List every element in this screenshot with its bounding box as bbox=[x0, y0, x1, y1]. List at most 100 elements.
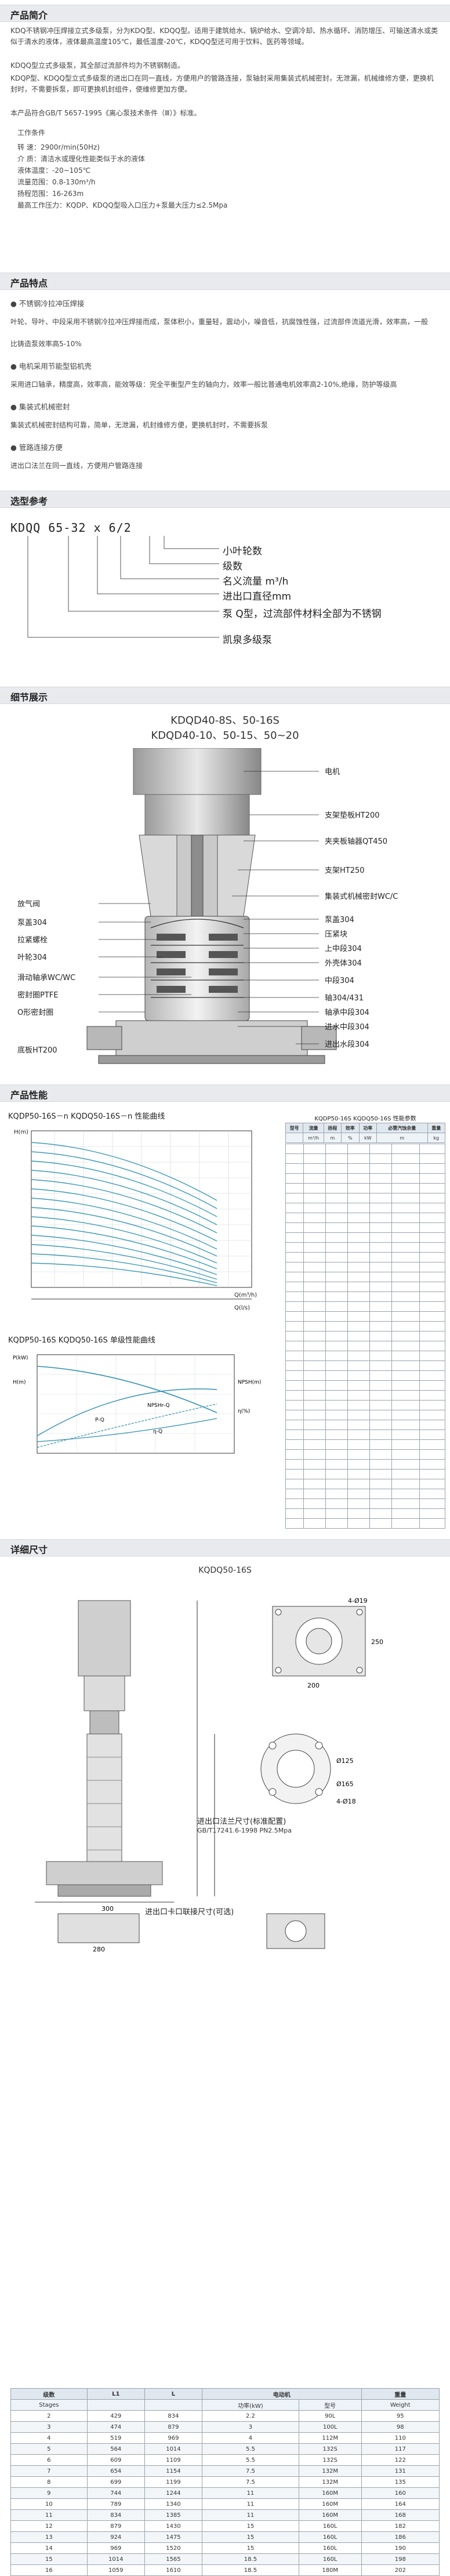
model-bracket-lines bbox=[27, 536, 219, 638]
section-title: 产品简介 bbox=[10, 10, 48, 21]
condition-row: 介 质：清洁水或理化性能类似于水的液体 bbox=[17, 155, 145, 163]
section-title: 详细尺寸 bbox=[10, 1544, 48, 1555]
part-label: 放气阀 bbox=[17, 900, 41, 909]
section-header-dimension: 详细尺寸 bbox=[0, 1539, 450, 1557]
svg-text:250: 250 bbox=[371, 1638, 383, 1646]
section-header-model: 选型参考 bbox=[0, 491, 450, 508]
svg-text:200: 200 bbox=[307, 1682, 320, 1689]
detail-title-1: KDQD40-8S、50-16S bbox=[170, 714, 280, 727]
x-axis-label: Q(m³/h) bbox=[234, 1292, 257, 1298]
performance-curve-family: H(m) Q(m³/h) Q(l/s) bbox=[14, 1129, 257, 1311]
svg-text:Ø165: Ø165 bbox=[336, 1780, 354, 1788]
flange-standard-title: 进出口法兰尺寸(标准配置) bbox=[197, 1817, 286, 1826]
svg-text:Ø125: Ø125 bbox=[336, 1757, 354, 1765]
part-label: 底板HT200 bbox=[17, 1046, 57, 1055]
pump-cross-section-diagram bbox=[86, 748, 337, 1064]
part-label: 拉紧螺栓 bbox=[17, 936, 48, 945]
part-label: 上中段304 bbox=[325, 945, 362, 953]
part-label: 叶轮304 bbox=[17, 953, 47, 962]
intro-paragraph-1: KDQ不锈钢冲压焊接立式多级泵，分为KDQ型、KDQQ型。适用于建筑给水、锅炉给… bbox=[10, 27, 438, 46]
model-item: 进出口直径mm bbox=[223, 591, 292, 603]
svg-text:H(m): H(m) bbox=[13, 1380, 26, 1385]
flange-standard-spec: GB/T17241.6-1998 PN2.5Mpa bbox=[197, 1827, 292, 1834]
svg-text:4-Ø18: 4-Ø18 bbox=[336, 1798, 356, 1805]
svg-text:η(%): η(%) bbox=[238, 1409, 250, 1414]
intro-paragraph-3: KDQP型、KDQQ型立式多级泵的进出口在同一直线，方便用户的管路连接，泵轴封采… bbox=[10, 74, 434, 93]
feature-text: 叶轮、导叶、中段采用不锈钢冷拉冲压焊接而成，泵体积小，重量轻，震动小，噪音低，抗… bbox=[10, 318, 429, 326]
condition-row: 转 速：2900r/min(50Hz) bbox=[17, 143, 100, 151]
part-label: 外壳体304 bbox=[325, 959, 362, 968]
svg-text:NPSHr-Q: NPSHr-Q bbox=[147, 1403, 169, 1409]
part-label: 进水中段304 bbox=[325, 1023, 369, 1032]
intro-paragraph-2: KDQQ型立式多级泵，其全部过流部件均为不锈钢制造。 bbox=[10, 61, 185, 70]
feature-bullet: ● 集装式机械密封 bbox=[10, 402, 70, 411]
section-title: 产品特点 bbox=[10, 278, 48, 289]
conditions-list: 转 速：2900r/min(50Hz) 介 质：清洁水或理化性能类似于水的液体 … bbox=[17, 142, 227, 211]
part-label: 夹夹板轴器QT450 bbox=[325, 837, 387, 846]
part-label: 轴304/431 bbox=[325, 994, 364, 1003]
feature-bullet: ● 不锈钢冷拉冲压焊接 bbox=[10, 299, 85, 308]
section-title: 产品性能 bbox=[10, 1090, 48, 1101]
section-header-intro: 产品简介 bbox=[0, 5, 450, 22]
flange-optional-title: 进出口卡口联接尺寸(可选) bbox=[145, 1908, 234, 1917]
part-label: 压紧块 bbox=[325, 930, 348, 939]
section-header-features: 产品特点 bbox=[0, 273, 450, 290]
part-label: 进出水段304 bbox=[325, 1040, 369, 1049]
condition-row: 液体温度：-20~105℃ bbox=[17, 166, 91, 175]
feature-bullet: ● 电机采用节能型铝机壳 bbox=[10, 362, 92, 371]
part-label: 密封圈PTFE bbox=[17, 991, 59, 1000]
part-label: 电机 bbox=[325, 768, 340, 777]
part-label: 集装式机械密封WC/C bbox=[325, 892, 398, 901]
condition-row: 流量范围：0.8-130m³/h bbox=[17, 178, 96, 186]
part-label: 泵盖304 bbox=[325, 916, 354, 924]
feature-text: 采用进口轴承，精度高，效率高，能效等级：完全平衡型产生的轴向力，效率一般比普通电… bbox=[10, 380, 397, 389]
conditions-title: 工作条件 bbox=[17, 129, 46, 137]
model-item: 小叶轮数 bbox=[223, 546, 262, 557]
feature-bullet: ● 管路连接方便 bbox=[10, 443, 63, 452]
svg-text:P-Q: P-Q bbox=[95, 1417, 104, 1423]
svg-text:4-Ø19: 4-Ø19 bbox=[348, 1597, 368, 1605]
dimension-drawing: 4-Ø19 Ø125 Ø165 4-Ø18 250 300 200 280 bbox=[35, 1597, 383, 1953]
svg-text:280: 280 bbox=[93, 1946, 105, 1953]
part-label: O形密封圈 bbox=[17, 1008, 54, 1017]
section-header-detail: 细节展示 bbox=[0, 687, 450, 704]
x-axis-label-secondary: Q(l/s) bbox=[234, 1305, 250, 1311]
part-label: 中段304 bbox=[325, 977, 354, 985]
svg-text:NPSH(m): NPSH(m) bbox=[238, 1380, 261, 1385]
section-title: 选型参考 bbox=[10, 496, 48, 507]
perf-table-rows bbox=[285, 1144, 445, 1529]
model-item: 级数 bbox=[223, 561, 242, 572]
model-item: 泵 Q型，过流部件材料全部为不锈钢 bbox=[223, 608, 382, 620]
part-label: 支架HT250 bbox=[325, 866, 365, 875]
perf-table-title: KQDP50-16S KQDQ50-16S 性能参数 bbox=[314, 1116, 416, 1122]
model-item: 凯泉多级泵 bbox=[223, 634, 272, 646]
svg-text:η-Q: η-Q bbox=[153, 1429, 162, 1435]
part-label: 滑动轴承WC/WC bbox=[17, 974, 76, 982]
part-label: 泵盖304 bbox=[17, 919, 47, 927]
feature-text: 集装式机械密封结构可靠，简单，无泄漏，机封维修方便，更换机封时，不需要拆泵 bbox=[10, 421, 268, 429]
condition-row: 扬程范围：16-263m bbox=[17, 190, 84, 198]
dimension-title: KQDQ50-16S bbox=[198, 1566, 252, 1575]
model-code: KDQQ 65-32 x 6/2 bbox=[10, 521, 132, 535]
svg-text:300: 300 bbox=[101, 1905, 114, 1913]
feature-text: 比铸造泵效率高5-10% bbox=[10, 340, 82, 348]
section-header-performance: 产品性能 bbox=[0, 1084, 450, 1102]
model-item: 名义流量 m³/h bbox=[223, 576, 289, 587]
intro-paragraph-4: 本产品符合GB/T 5657-1995《离心泵技术条件（Ⅲ）》标准。 bbox=[10, 109, 201, 117]
condition-row: 最高工作压力：KQDP、KDQQ型吸入口压力+泵最大压力≤2.5Mpa bbox=[17, 201, 228, 209]
